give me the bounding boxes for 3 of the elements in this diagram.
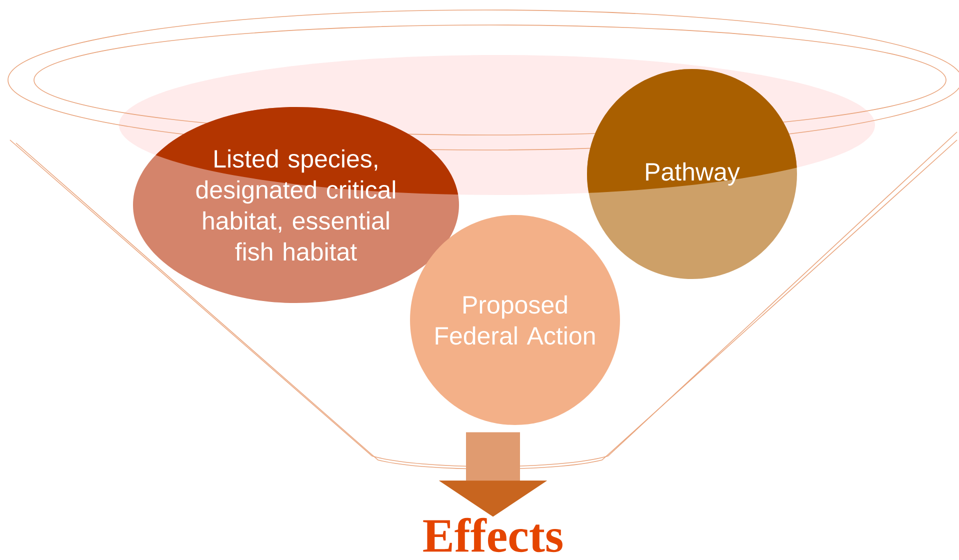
result-text: Effects (423, 518, 562, 552)
oval: Listed species, designated critical habitat, essential fish habitat (133, 107, 459, 303)
block-arrow (439, 432, 547, 517)
